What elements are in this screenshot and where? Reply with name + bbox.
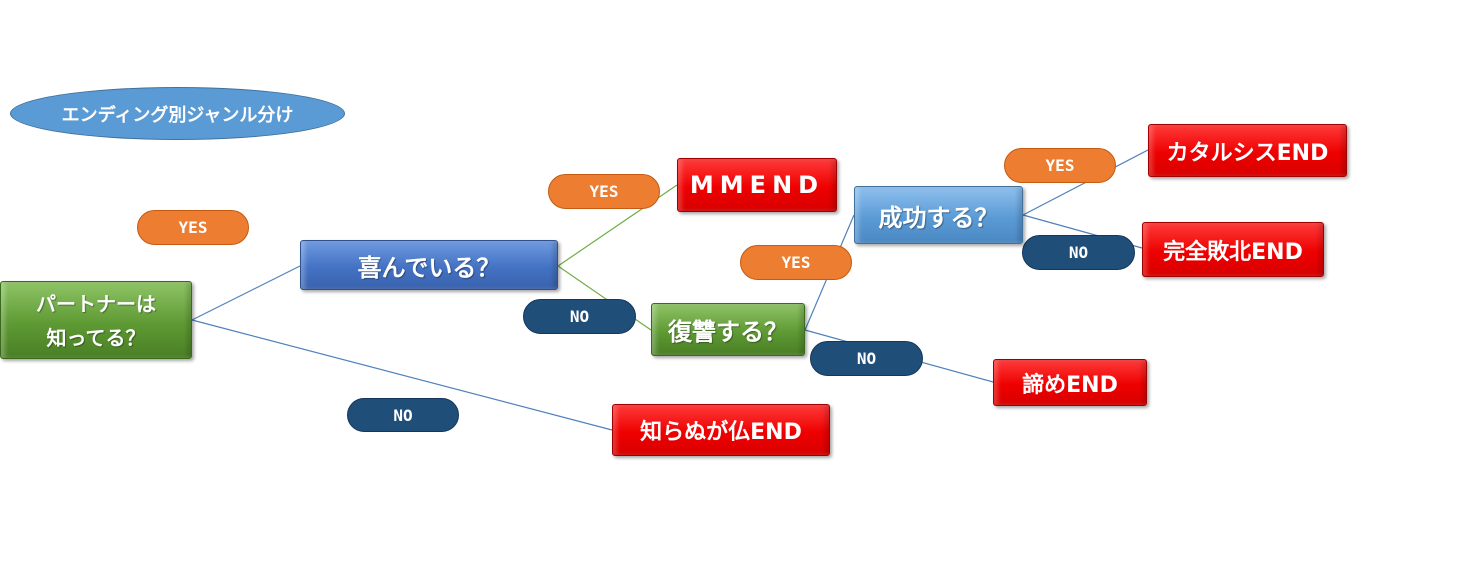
node-partner-knows-line2: 知ってる？ — [46, 326, 146, 350]
edge-root-happy — [191, 265, 301, 321]
end-ignorance: 知らぬが仏END — [612, 404, 830, 456]
edge-label-no-happy: NO — [523, 299, 636, 334]
edge-label-yes-happy: YES — [548, 174, 660, 209]
node-success: 成功する？ — [854, 186, 1023, 244]
edge-label-no-root: NO — [347, 398, 459, 432]
edge-label-yes-root: YES — [137, 210, 249, 245]
end-catharsis: カタルシスEND — [1148, 124, 1347, 177]
end-mm: MMEND — [677, 158, 837, 212]
edge-label-no-revenge: NO — [810, 341, 923, 376]
end-resignation: 諦めEND — [993, 359, 1147, 406]
diagram-title: エンディング別ジャンル分け — [10, 87, 345, 140]
end-defeat: 完全敗北END — [1142, 222, 1324, 277]
node-partner-knows: パートナーは 知ってる？ — [0, 281, 192, 359]
edge-root-ignorance — [191, 319, 613, 431]
edge-label-yes-revenge: YES — [740, 245, 852, 280]
edge-label-no-success: NO — [1022, 235, 1135, 270]
node-happy: 喜んでいる？ — [300, 240, 558, 290]
edge-label-yes-success: YES — [1004, 148, 1116, 183]
node-revenge: 復讐する？ — [651, 303, 805, 356]
node-partner-knows-line1: パートナーは — [36, 292, 156, 316]
